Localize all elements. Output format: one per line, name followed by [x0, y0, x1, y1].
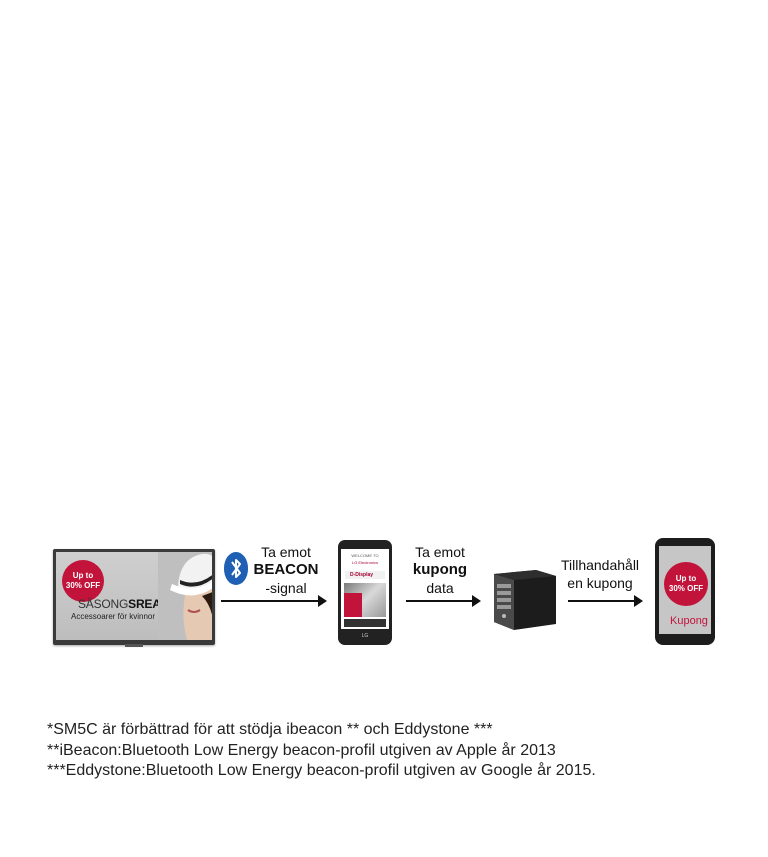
- arrow-1-line: [221, 600, 319, 602]
- server-icon: [494, 570, 556, 630]
- sale-title-prefix: SÄSONG: [78, 597, 129, 611]
- arrow-1-head: [318, 595, 327, 607]
- coupon-badge-line1: Up to: [675, 574, 697, 583]
- sale-title-bold: SREA: [128, 597, 161, 611]
- sale-title: SÄSONGSREA: [78, 597, 161, 611]
- step2-label-line1: Ta emot: [415, 544, 465, 560]
- sale-subtitle: Accessoarer för kvinnor: [71, 612, 156, 621]
- woman-in-hat-image: [158, 552, 212, 640]
- app-name: D-Display: [350, 572, 374, 578]
- app-welcome-text: WELCOME TO: [351, 553, 379, 558]
- discount-badge: Up to 30% OFF: [62, 560, 104, 602]
- signage-display: Up to 30% OFF SÄSONGSREA Accessoarer för…: [53, 549, 215, 645]
- step1-label-line2: BEACON: [253, 561, 319, 578]
- app-screen: WELCOME TO LG Electronics D-Display: [341, 549, 389, 629]
- bluetooth-icon: [224, 552, 248, 585]
- coupon-screen: Up to 30% OFF Kupong: [659, 546, 711, 634]
- app-nav-bar: [344, 619, 386, 627]
- footnote-3: ***Eddystone:Bluetooth Low Energy beacon…: [47, 762, 596, 779]
- arrow-3-line: [568, 600, 635, 602]
- coupon-badge: Up to 30% OFF: [664, 562, 708, 606]
- step2-label-line3: data: [426, 580, 454, 596]
- smartphone-app: WELCOME TO LG Electronics D-Display LG: [338, 540, 392, 645]
- step1-label-line1: Ta emot: [261, 544, 311, 560]
- arrow-2-line: [406, 600, 473, 602]
- step3-label-line1: Tillhandahåll: [560, 557, 640, 573]
- step3-label-line2: en kupong: [567, 575, 633, 591]
- arrow-3-head: [634, 595, 643, 607]
- signage-screen: Up to 30% OFF SÄSONGSREA Accessoarer för…: [56, 552, 212, 640]
- signage-stand: [125, 644, 143, 647]
- discount-badge-line2: 30% OFF: [65, 581, 101, 590]
- discount-badge-line1: Up to: [72, 571, 94, 580]
- coupon-label: Kupong: [670, 615, 708, 627]
- footnote-1: *SM5C är förbättrad för att stödja ibeac…: [47, 721, 493, 738]
- app-header-bar: [345, 571, 385, 579]
- coupon-badge-line2: 30% OFF: [668, 584, 704, 593]
- arrow-2-head: [472, 595, 481, 607]
- app-promo-block: [344, 593, 362, 617]
- phone-maker-logo: LG: [361, 633, 369, 639]
- app-brand-text: LG Electronics: [351, 560, 378, 565]
- step1-label-line3: -signal: [265, 580, 307, 596]
- step2-label-line2: kupong: [412, 561, 468, 578]
- smartphone-coupon: Up to 30% OFF Kupong: [655, 538, 715, 645]
- footnote-2: **iBeacon:Bluetooth Low Energy beacon-pr…: [47, 742, 556, 759]
